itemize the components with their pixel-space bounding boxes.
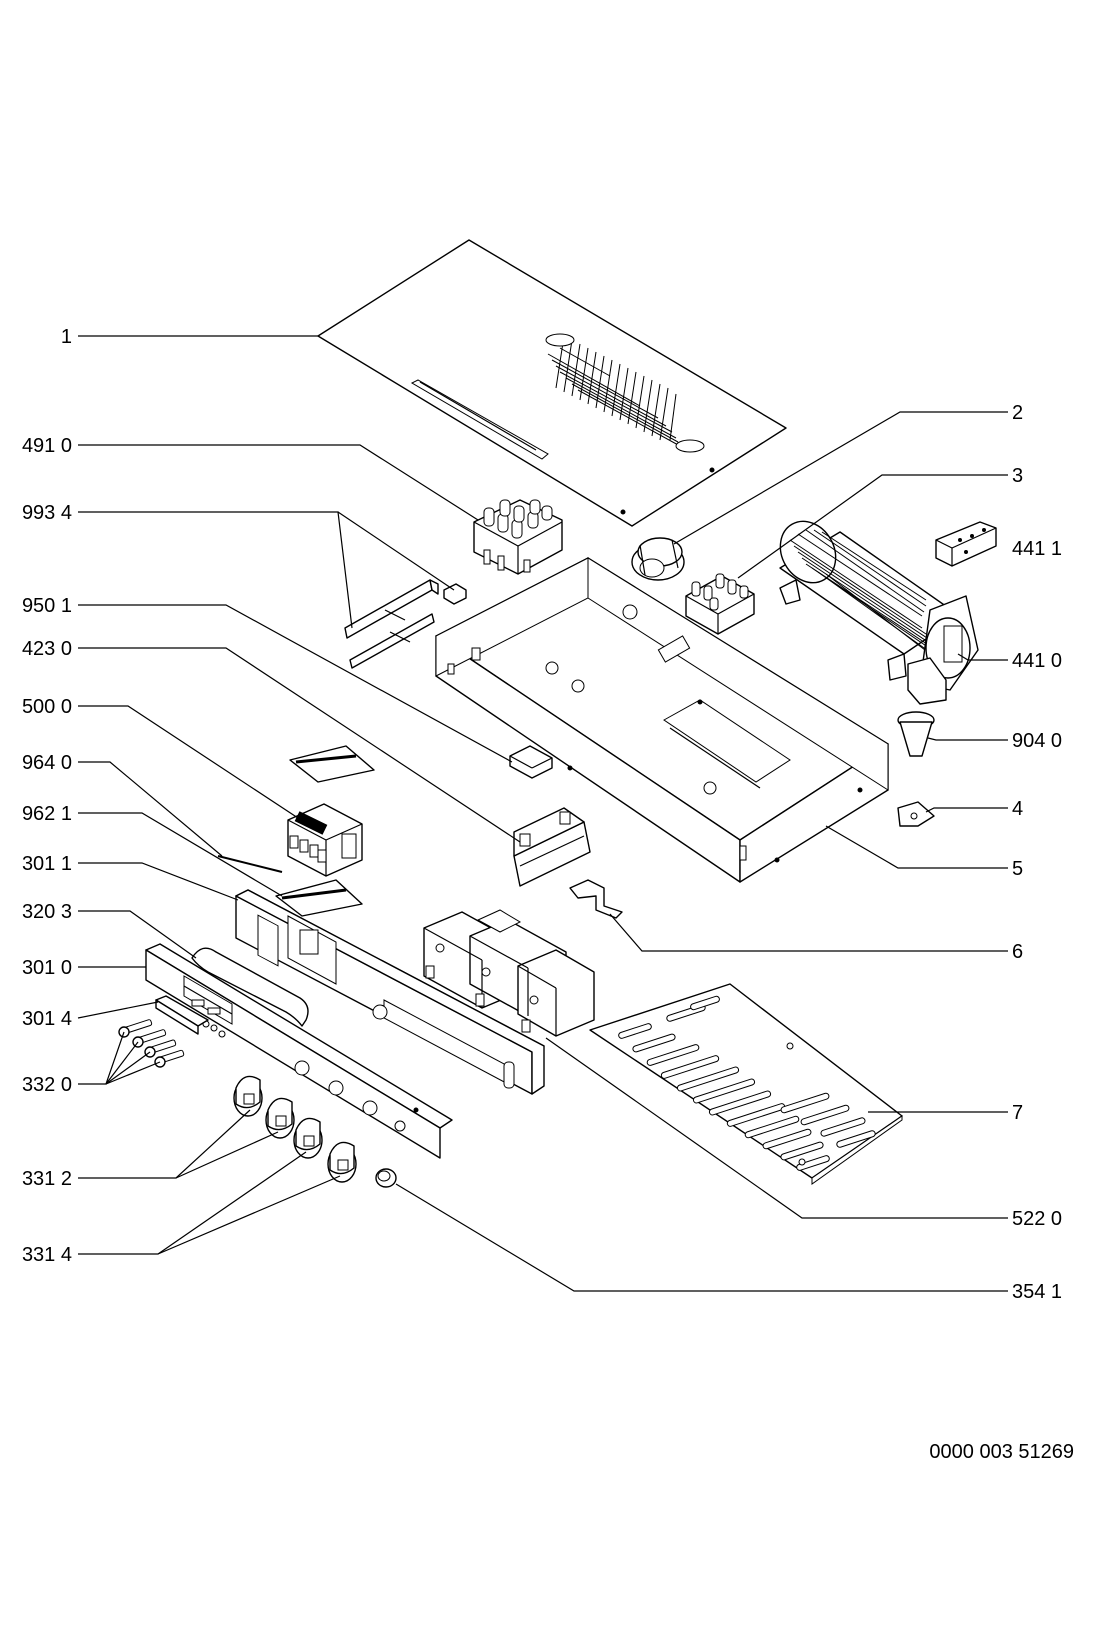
callout-441-1: 441 1: [1012, 538, 1062, 560]
callout-301-1: 301 1: [22, 853, 72, 875]
bracket-pair: [344, 579, 467, 669]
callout-320-3: 320 3: [22, 901, 72, 923]
top-cover-plate: [317, 239, 787, 527]
callout-331-4: 331 4: [22, 1244, 72, 1266]
leader-lines: [77, 335, 1008, 1292]
knob-1: [233, 1075, 263, 1117]
callout-6: 6: [1012, 941, 1023, 963]
small-clip: [897, 801, 935, 827]
display-window: [155, 995, 209, 1035]
callouts-right: 2 3 441 1 441 0 904 0 4 5 6 7 522 0 354 …: [1012, 402, 1062, 1303]
callout-962-1: 962 1: [22, 803, 72, 825]
callout-904-0: 904 0: [1012, 730, 1062, 752]
small-terminal-block: [685, 573, 755, 635]
callout-500-0: 500 0: [22, 696, 72, 718]
panel-handle: [191, 947, 309, 1027]
foot: [897, 711, 935, 757]
callout-950-1: 950 1: [22, 595, 72, 617]
switch-bracket: [513, 807, 591, 887]
callout-332-0: 332 0: [22, 1074, 72, 1096]
timer-module: [287, 803, 363, 877]
callout-522-0: 522 0: [1012, 1208, 1062, 1230]
push-button: [375, 1168, 397, 1188]
housing-tray: [435, 557, 889, 883]
document-number: 0000 003 51269: [929, 1441, 1074, 1463]
callout-964-0: 964 0: [22, 752, 72, 774]
control-knobs: [233, 1075, 357, 1183]
callout-7: 7: [1012, 1102, 1023, 1124]
knob-4: [327, 1141, 357, 1183]
front-control-panel: [145, 943, 453, 1159]
callout-2: 2: [1012, 402, 1023, 424]
callout-441-0: 441 0: [1012, 650, 1062, 672]
screws: [118, 1019, 185, 1068]
vent-grille: [589, 983, 903, 1185]
terminal-block: [473, 499, 563, 575]
callout-3: 3: [1012, 465, 1023, 487]
callout-354-1: 354 1: [1012, 1281, 1062, 1303]
small-block: [509, 745, 553, 779]
knob-3: [293, 1117, 323, 1159]
foam-block: [935, 521, 997, 567]
callout-1: 1: [61, 326, 72, 348]
label-strip: [217, 745, 375, 917]
callout-993-4: 993 4: [22, 502, 72, 524]
knob-2: [265, 1097, 295, 1139]
callout-301-4: 301 4: [22, 1008, 72, 1030]
cable-gland: [631, 537, 685, 581]
callout-5: 5: [1012, 858, 1023, 880]
inner-panel-frame: [235, 889, 545, 1095]
selector-switches: [423, 909, 595, 1037]
callout-423-0: 423 0: [22, 638, 72, 660]
support-clip: [569, 879, 623, 919]
callout-331-2: 331 2: [22, 1168, 72, 1190]
callout-4: 4: [1012, 798, 1023, 820]
callouts-left: 1 491 0 993 4 950 1 423 0 500 0 964 0 96…: [22, 326, 72, 1266]
tangential-fan: [779, 520, 979, 705]
callout-301-0: 301 0: [22, 957, 72, 979]
callout-491-0: 491 0: [22, 435, 72, 457]
